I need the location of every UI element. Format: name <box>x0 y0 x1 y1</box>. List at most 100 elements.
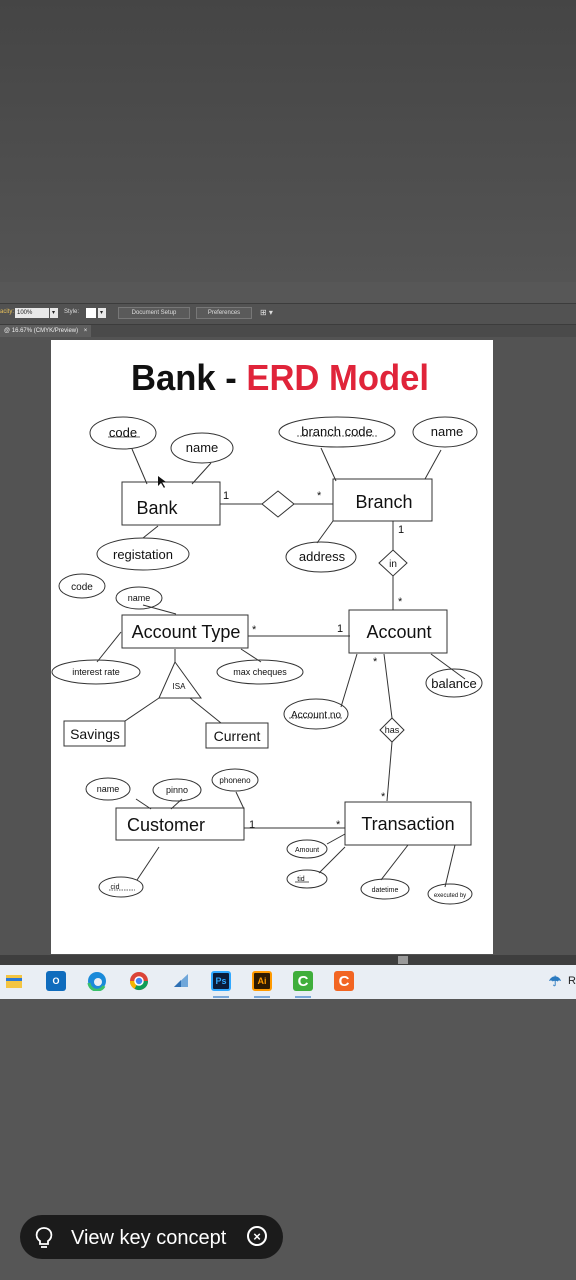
arrange-documents-icon[interactable]: ⊞ ▾ <box>260 308 273 317</box>
document-tab[interactable]: @ 16.67% (CMYK/Preview) × <box>0 325 92 337</box>
rel-isa-triangle <box>158 661 202 699</box>
attr-cid-label: cid <box>111 884 120 891</box>
attr-registation <box>96 537 190 571</box>
attr-balance-label: balance <box>431 676 477 691</box>
document-tab-bar: @ 16.67% (CMYK/Preview) × <box>0 325 576 337</box>
document-tab-title: @ 16.67% (CMYK/Preview) <box>4 328 79 334</box>
weather-icon[interactable]: ☂ <box>548 972 562 989</box>
style-swatch[interactable] <box>86 308 96 318</box>
attr-cust-name-label: name <box>97 784 120 794</box>
opacity-dropdown-icon[interactable]: ▾ <box>50 308 58 318</box>
attr-address-label: address <box>299 549 346 564</box>
outlook-icon[interactable]: O <box>46 971 66 991</box>
windows-taskbar: O Ps Ai C C ☂ R <box>0 965 576 999</box>
artboard: Bank - ERD Model <box>51 340 493 954</box>
attr-branch-code <box>278 416 396 448</box>
entity-account: Account <box>366 622 431 642</box>
scrollbar-thumb[interactable] <box>398 956 408 964</box>
attr-at-name <box>115 586 163 610</box>
attr-registation-label: registation <box>113 547 173 562</box>
rel-isa-label: ISA <box>173 682 187 691</box>
illustrator-icon[interactable]: Ai <box>252 971 272 991</box>
taskbar-overflow-text: R <box>568 975 576 987</box>
line-cust-cid <box>136 846 160 881</box>
view-key-concept-pill[interactable]: View key concept × <box>20 1215 283 1259</box>
attr-balance <box>425 668 483 698</box>
line-branch-address <box>316 520 334 544</box>
illustrator-active-indicator <box>254 996 270 998</box>
line-bank-code <box>131 448 148 485</box>
attr-pinno-label: pinno <box>166 785 188 795</box>
edge-icon[interactable] <box>87 971 107 991</box>
entity-customer-box <box>115 807 245 841</box>
attr-datetime <box>360 878 410 900</box>
attr-cid <box>98 876 144 898</box>
card-has-transaction: * <box>381 791 386 803</box>
line-account-has <box>383 653 393 719</box>
attr-pinno <box>152 778 202 802</box>
line-branch-code <box>320 447 337 482</box>
erd-diagram: Bank - ERD Model <box>51 357 483 905</box>
line-tr-tid <box>318 846 346 874</box>
camtasia-green-icon[interactable]: C <box>293 971 313 991</box>
line-bank-name <box>191 462 212 485</box>
attr-bank-code <box>89 416 157 450</box>
entity-account-box <box>348 609 448 654</box>
chrome-icon[interactable] <box>129 971 149 991</box>
close-icon[interactable]: × <box>247 1226 267 1246</box>
view-key-concept-label: View key concept <box>71 1227 227 1249</box>
attr-account-no-label: Account no <box>291 710 341 721</box>
photoshop-icon[interactable]: Ps <box>211 971 231 991</box>
line-isa-savings <box>124 697 160 722</box>
style-label: Style: <box>64 309 80 315</box>
line-tr-datetime <box>380 844 409 881</box>
opacity-field[interactable]: 100% <box>15 308 49 318</box>
title-part-bank: Bank - <box>131 357 246 398</box>
attr-interest-rate-label: interest rate <box>72 667 120 677</box>
attr-max-cheques-label: max cheques <box>233 667 287 677</box>
card-transaction-side: * <box>336 819 341 831</box>
rel-in-label: in <box>389 559 397 570</box>
line-at-interest <box>96 631 122 663</box>
entity-bank: Bank <box>136 498 178 518</box>
document-tab-close[interactable]: × <box>83 328 88 334</box>
attr-at-code-label: code <box>71 582 93 593</box>
attr-tid-label: tid <box>297 876 305 883</box>
attr-address <box>285 541 357 573</box>
line-bank-registation <box>142 525 159 539</box>
style-dropdown-icon[interactable]: ▾ <box>98 308 106 318</box>
attr-cust-name <box>85 777 131 801</box>
attr-at-name-label: name <box>128 593 151 603</box>
entity-branch: Branch <box>355 492 412 512</box>
lightbulb-icon <box>35 1227 53 1248</box>
entity-transaction: Transaction <box>361 814 454 834</box>
line-tr-amount <box>326 833 346 845</box>
line-has-transaction <box>386 741 393 802</box>
preferences-button[interactable]: Preferences <box>196 307 252 319</box>
camtasia-orange-icon[interactable]: C <box>334 971 354 991</box>
file-explorer-icon[interactable] <box>4 971 24 991</box>
card-account-side: 1 <box>337 623 343 635</box>
attr-branch-code-label: branch code <box>301 424 373 439</box>
card-bank-side: 1 <box>223 490 229 502</box>
camtasia-active-indicator <box>295 996 311 998</box>
diagram-title: Bank - ERD Model <box>131 357 429 398</box>
attr-account-no <box>283 698 349 730</box>
entity-savings: Savings <box>70 726 120 742</box>
card-branch-side: * <box>317 490 322 502</box>
attr-bank-name <box>170 432 234 464</box>
attr-interest-rate <box>51 659 141 685</box>
app-icon[interactable] <box>171 971 191 991</box>
mouse-cursor-icon <box>158 476 166 488</box>
entity-savings-box <box>63 720 126 747</box>
card-account-has: * <box>373 656 378 668</box>
card-branch-in: 1 <box>398 524 404 536</box>
line-cust-name <box>135 798 152 810</box>
entity-current-box <box>205 722 269 749</box>
card-in-account: * <box>398 596 403 608</box>
entity-transaction-box <box>344 801 472 846</box>
horizontal-scrollbar[interactable] <box>0 955 576 965</box>
photoshop-active-indicator <box>213 996 229 998</box>
document-setup-button[interactable]: Document Setup <box>118 307 190 319</box>
entity-accounttype-box <box>121 614 249 649</box>
